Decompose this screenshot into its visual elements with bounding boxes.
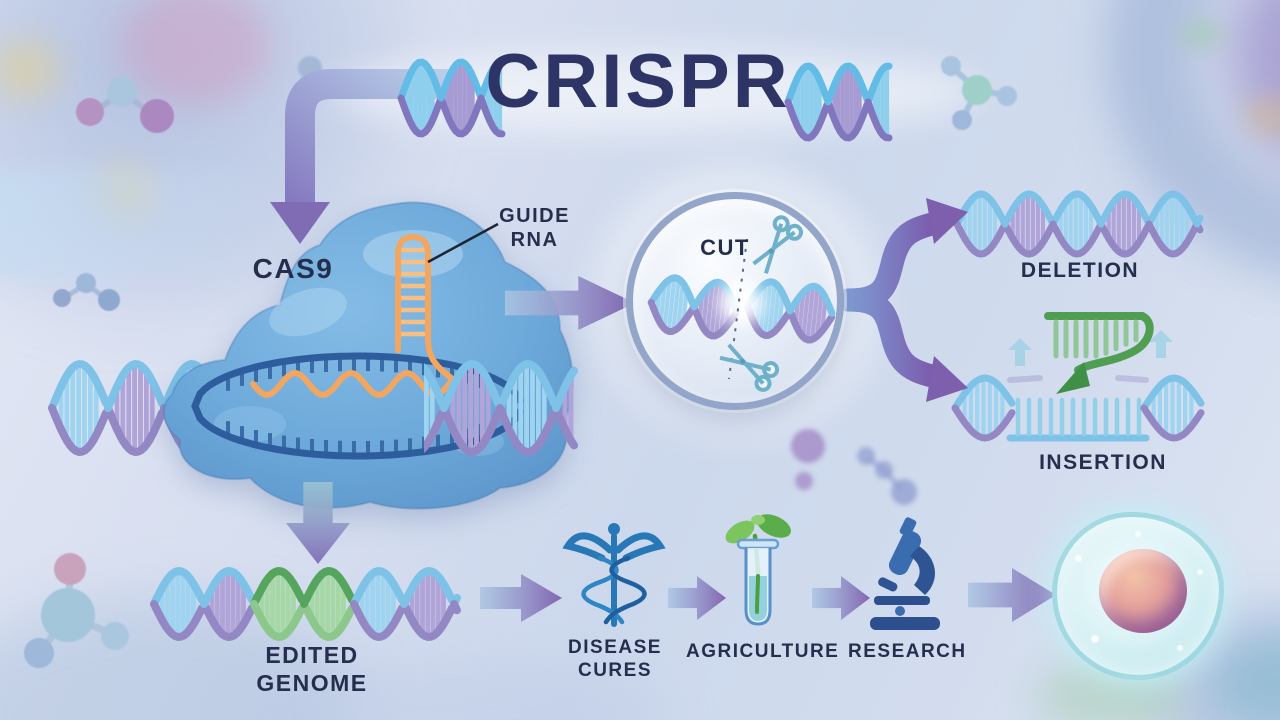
insertion-label: INSERTION bbox=[1039, 451, 1167, 474]
deletion-label: DELETION bbox=[1020, 259, 1140, 282]
microscope-icon bbox=[870, 517, 940, 630]
scissors-icon-bottom bbox=[719, 343, 780, 392]
cut-label: CUT bbox=[700, 235, 750, 260]
plant-test-tube-icon bbox=[725, 514, 791, 626]
insertion-dna-open-helix bbox=[951, 374, 1205, 442]
molecule-decoration-top-left bbox=[76, 77, 174, 133]
background-nucleus-top-right bbox=[1230, 0, 1280, 180]
disease-cures-label: DISEASE CURES bbox=[568, 637, 662, 682]
molecule-decoration-bottom-left bbox=[24, 553, 129, 668]
cut-scene-circle: CUT bbox=[626, 192, 844, 410]
insertion-up-arrow-right bbox=[1149, 330, 1173, 358]
background-organelle-green-tr bbox=[1180, 20, 1224, 48]
arrow-fork-cut-to-outcomes bbox=[836, 198, 968, 402]
page-title: CRISPR bbox=[485, 39, 791, 124]
background-teal-bottom-right bbox=[1212, 636, 1280, 720]
insertion-up-arrow-left bbox=[1008, 338, 1032, 366]
cell-nucleus bbox=[1099, 549, 1187, 633]
green-dna-insert-fragment bbox=[1044, 312, 1154, 394]
molecule-decoration-right-mid bbox=[791, 429, 917, 505]
arrow-cas9-to-cut bbox=[505, 276, 635, 335]
caduceus-icon bbox=[562, 523, 666, 627]
arrow-genome-to-disease bbox=[480, 574, 562, 627]
arrow-cas9-to-edited-genome bbox=[286, 482, 350, 569]
arrow-disease-to-agriculture bbox=[668, 576, 726, 625]
edited-cell-illustration bbox=[1052, 512, 1224, 680]
molecule-decoration-top-right bbox=[941, 56, 1017, 130]
edited-genome-dna-helix bbox=[150, 567, 461, 641]
background-organelle-tan-tr bbox=[1245, 95, 1280, 137]
background-organelle-yellow bbox=[0, 40, 60, 100]
molecule-decoration-left bbox=[53, 273, 120, 311]
edited-genome-label: EDITED GENOME bbox=[256, 642, 368, 697]
agriculture-label: AGRICULTURE bbox=[686, 641, 840, 662]
background-organelle-yellow2 bbox=[95, 165, 155, 220]
research-label: RESEARCH bbox=[848, 641, 967, 662]
arrow-research-to-cell bbox=[968, 568, 1056, 627]
guide-rna-pointer-line bbox=[427, 222, 499, 264]
guide-rna-label: GUIDE RNA bbox=[499, 205, 570, 252]
cas9-label: CAS9 bbox=[252, 253, 334, 284]
arrow-agriculture-to-research bbox=[812, 576, 870, 625]
